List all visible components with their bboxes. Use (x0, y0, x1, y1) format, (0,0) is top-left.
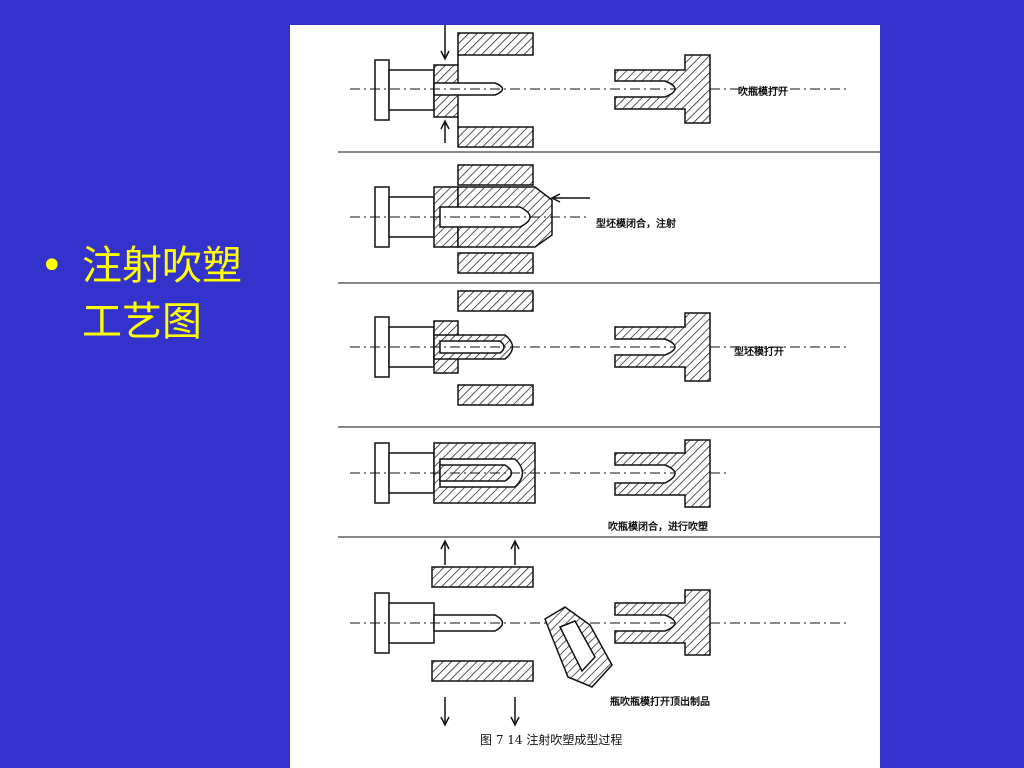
step-4-drawing (350, 439, 730, 508)
process-diagram (338, 25, 880, 727)
step-label-5: 瓶吹瓶模打开顶出制品 (610, 697, 710, 708)
process-figure: 吹瓶模打开 型坯模闭合，注射 型坯模打开 吹瓶模闭合，进行吹塑 瓶吹瓶模打开顶出… (290, 25, 880, 768)
figure-caption: 图 7 14 注射吹塑成型过程 (480, 733, 623, 747)
bullet-list-item: • 注射吹塑 工艺图 (40, 238, 280, 350)
step-label-4: 吹瓶模闭合，进行吹塑 (608, 522, 708, 533)
step-3-drawing (350, 290, 850, 406)
bullet-marker: • (40, 243, 64, 289)
step-label-2: 型坯模闭合，注射 (596, 219, 676, 230)
step-2-drawing (350, 164, 590, 274)
step-1-drawing (350, 25, 850, 148)
step-5-drawing (350, 539, 850, 727)
step-label-1: 吹瓶模打开 (738, 87, 788, 98)
bullet-text-line2: 工艺图 (82, 299, 202, 345)
bullet-text-line1: 注射吹塑 (82, 243, 242, 289)
step-label-3: 型坯模打开 (734, 347, 784, 358)
